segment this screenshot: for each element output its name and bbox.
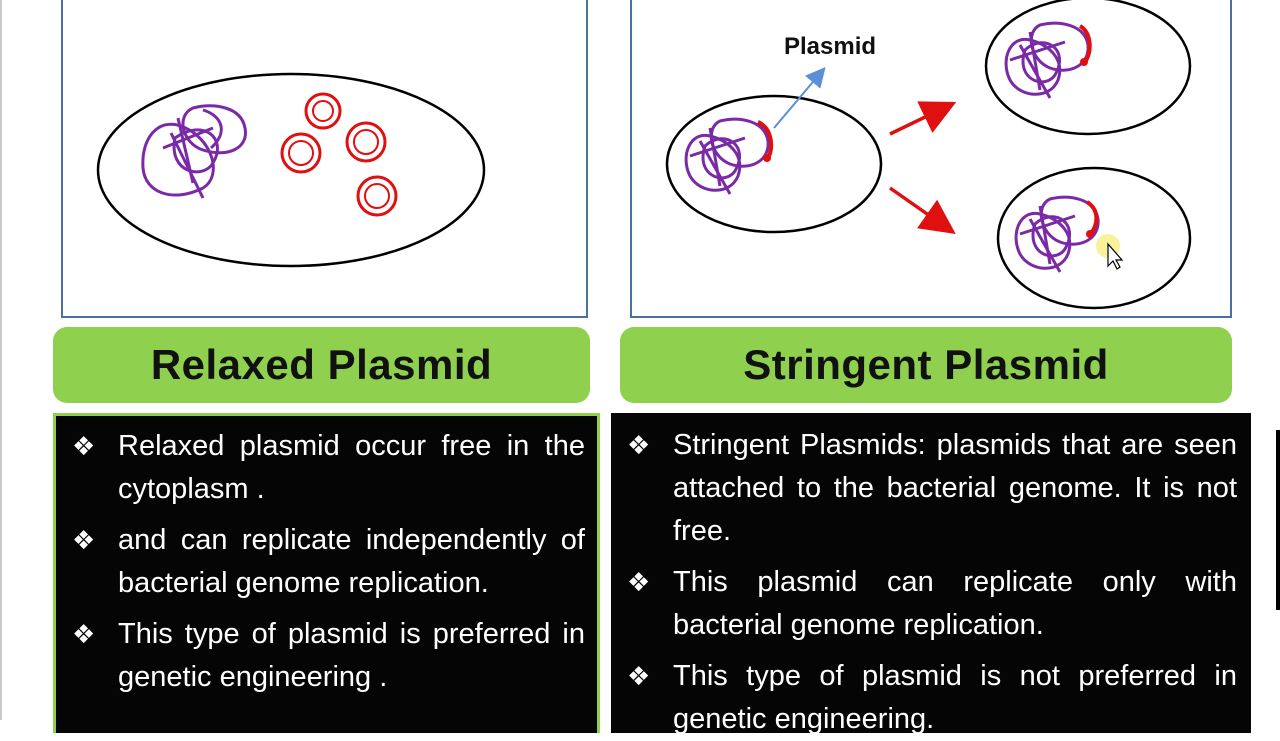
plasmid-pointer-arrow — [773, 66, 826, 129]
bullet-text: This type of plasmid is not preferred in… — [673, 660, 1237, 735]
free-plasmids — [280, 92, 398, 217]
bullet-diamond-icon: ❖ — [627, 661, 651, 691]
bullet-text: and can replicate independently of bacte… — [118, 524, 585, 599]
bullet-text: This type of plasmid is preferred in gen… — [118, 618, 585, 693]
attachment-point — [1080, 58, 1088, 66]
plasmid-ring-inner — [364, 183, 390, 209]
daughter-genome-bottom — [1014, 195, 1100, 274]
bullet-diamond-icon: ❖ — [72, 525, 96, 555]
stringent-plasmid-diagram: Plasmid — [630, 0, 1232, 318]
bacterial-genome — [684, 117, 770, 196]
list-item: ❖ This type of plasmid is preferred in g… — [70, 613, 585, 699]
bullet-diamond-icon: ❖ — [72, 431, 96, 461]
daughter-cell-bottom — [996, 166, 1192, 310]
list-item: ❖ Relaxed plasmid occur free in the cyto… — [70, 425, 585, 511]
right-edge-bar — [1276, 430, 1280, 610]
stringent-plasmid-title: Stringent Plasmid — [620, 327, 1232, 403]
daughter-plasmid-bottom — [1085, 200, 1099, 236]
left-edge-line — [0, 0, 2, 720]
bullet-text: Relaxed plasmid occur free in the cytopl… — [118, 430, 585, 505]
plasmid-ring-inner — [353, 129, 379, 155]
bullet-text: This plasmid can replicate only with bac… — [673, 566, 1237, 641]
division-arrow-down — [888, 186, 956, 235]
plasmid-ring-inner — [288, 140, 314, 166]
stringent-plasmid-title-text: Stringent Plasmid — [743, 341, 1109, 388]
plasmid-ring — [345, 121, 387, 163]
bullet-diamond-icon: ❖ — [72, 619, 96, 649]
bacterial-cell — [665, 94, 883, 234]
list-item: ❖ Stringent Plasmids: plasmids that are … — [625, 424, 1237, 553]
bacterial-cell — [96, 72, 486, 268]
plasmid-ring — [356, 175, 398, 217]
list-item: ❖ and can replicate independently of bac… — [70, 519, 585, 605]
relaxed-plasmid-title-text: Relaxed Plasmid — [150, 341, 493, 388]
bullet-diamond-icon: ❖ — [627, 567, 651, 597]
division-arrow-up — [889, 101, 957, 136]
list-item: ❖ This type of plasmid is not preferred … — [625, 655, 1237, 741]
bullet-text: Stringent Plasmids: plasmids that are se… — [673, 429, 1237, 547]
attachment-point — [763, 154, 771, 162]
attachment-point — [1086, 230, 1094, 238]
relaxed-plasmid-description: ❖ Relaxed plasmid occur free in the cyto… — [53, 413, 600, 733]
bullet-diamond-icon: ❖ — [627, 430, 651, 460]
list-item: ❖ This plasmid can replicate only with b… — [625, 561, 1237, 647]
relaxed-plasmid-diagram — [61, 0, 588, 318]
relaxed-plasmid-title: Relaxed Plasmid — [53, 327, 590, 403]
plasmid-ring — [280, 132, 322, 174]
daughter-genome-top — [1004, 21, 1090, 100]
mouse-cursor-icon — [1096, 234, 1124, 270]
plasmid-label: Plasmid — [784, 33, 876, 60]
bacterial-genome — [141, 104, 247, 199]
stringent-plasmid-description: ❖ Stringent Plasmids: plasmids that are … — [611, 413, 1251, 735]
plasmid-ring-inner — [312, 100, 334, 122]
daughter-cell-top — [984, 0, 1192, 136]
plasmid-ring — [304, 92, 342, 130]
